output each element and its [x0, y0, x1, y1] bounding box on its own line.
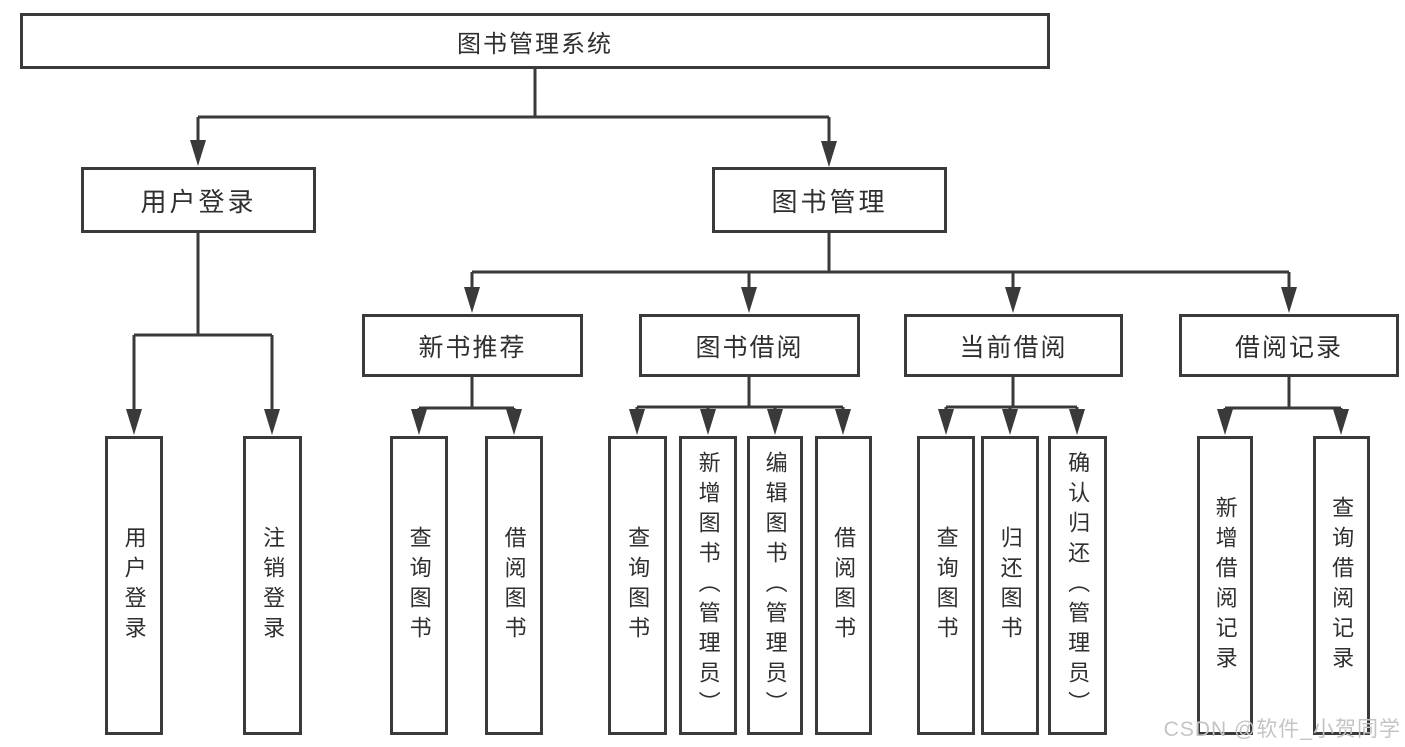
leaf-edit-book-admin: 编辑图书（管理员） [747, 436, 803, 735]
leaf-query-books-current: 查询图书 [917, 436, 975, 735]
leaf-borrow-books: 借阅图书 [815, 436, 872, 735]
node-new-book-recommend: 新书推荐 [362, 314, 583, 377]
leaf-user-login: 用户登录 [105, 436, 163, 735]
node-label: 新增借阅记录 [1212, 495, 1238, 676]
leaf-confirm-return-admin: 确认归还（管理员） [1048, 436, 1107, 735]
node-label: 查询图书 [933, 525, 959, 646]
leaf-borrow-books-recommend: 借阅图书 [485, 436, 543, 735]
arrowheads [126, 140, 1349, 435]
leaf-add-book-admin: 新增图书（管理员） [679, 436, 737, 735]
node-label: 图书管理 [771, 186, 888, 217]
node-label: 编辑图书（管理员） [762, 450, 788, 721]
node-label: 新增图书（管理员） [695, 450, 721, 721]
csdn-watermark: CSDN @软件_小贺同学 [1163, 718, 1401, 741]
node-user-login: 用户登录 [81, 167, 316, 233]
node-label: 新书推荐 [418, 333, 527, 362]
node-label: 注销登录 [260, 525, 286, 646]
leaf-query-books-recommend: 查询图书 [390, 436, 448, 735]
node-label: 借阅图书 [501, 525, 527, 646]
node-label: 借阅图书 [831, 525, 857, 646]
node-label: 当前借阅 [959, 333, 1068, 362]
node-book-borrow: 图书借阅 [639, 314, 860, 377]
node-label: 借阅记录 [1234, 333, 1343, 362]
node-borrow-records: 借阅记录 [1179, 314, 1399, 377]
node-label: 用户登录 [140, 186, 257, 217]
node-current-borrow: 当前借阅 [904, 314, 1123, 377]
leaf-add-borrow-record: 新增借阅记录 [1197, 436, 1253, 735]
node-label: 归还图书 [997, 525, 1023, 646]
node-label: 查询借阅记录 [1329, 495, 1355, 676]
leaf-query-borrow-record: 查询借阅记录 [1313, 436, 1370, 735]
leaf-logout: 注销登录 [243, 436, 302, 735]
leaf-return-book: 归还图书 [981, 436, 1039, 735]
node-label: 确认归还（管理员） [1065, 450, 1091, 721]
node-label: 查询图书 [625, 525, 651, 646]
node-root: 图书管理系统 [20, 13, 1050, 69]
node-label: 图书借阅 [695, 333, 804, 362]
node-label: 用户登录 [121, 525, 147, 646]
node-label: 查询图书 [406, 525, 432, 646]
leaf-query-books-borrow: 查询图书 [608, 436, 667, 735]
node-label: 图书管理系统 [457, 30, 613, 58]
node-book-management: 图书管理 [712, 167, 947, 233]
